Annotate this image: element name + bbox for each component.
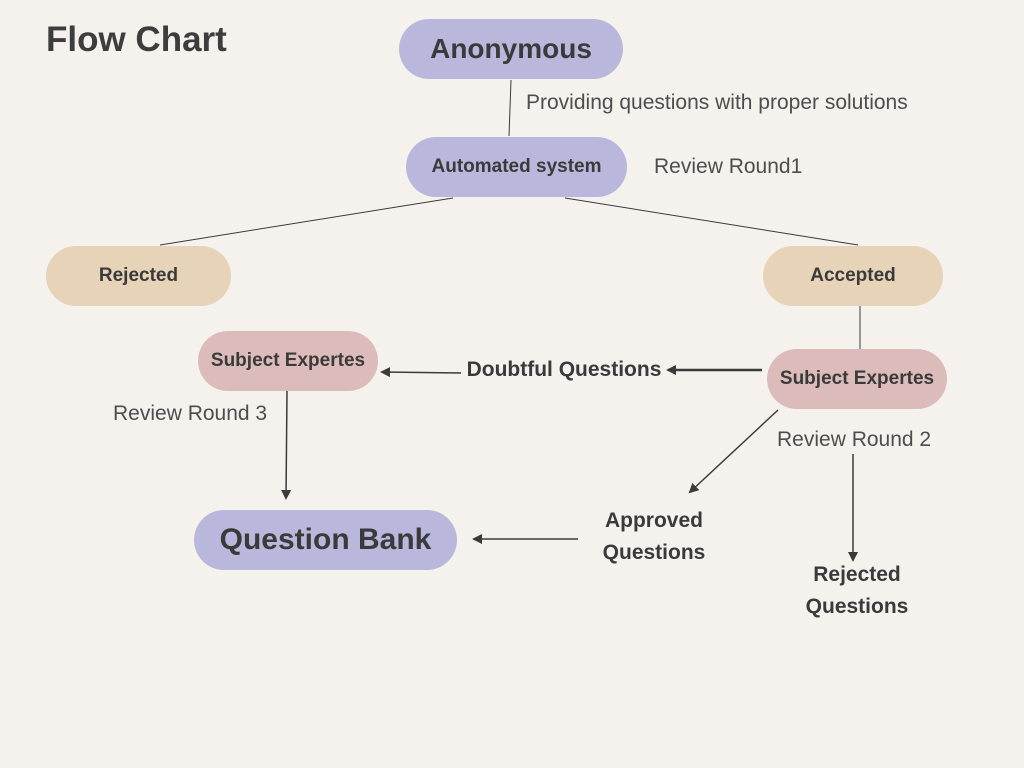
edge-automated-to-rejected [159, 197, 454, 246]
label-doubtful-questions: Doubtful Questions [466, 354, 662, 386]
node-rejected-label: Rejected [98, 265, 179, 286]
label-approved-line2: Questions [602, 541, 706, 564]
edge-anonymous-to-automated [508, 79, 512, 137]
label-rejected-questions-line1: Rejected [813, 563, 901, 586]
arrow-experts-to-approved [688, 409, 779, 494]
node-accepted: Accepted [763, 246, 943, 306]
note-review-round-1: Review Round1 [654, 155, 803, 178]
node-subject-experts-right-label: Subject Expertes [779, 368, 935, 389]
note-review-round-3: Review Round 3 [113, 402, 268, 425]
node-subject-experts-right: Subject Expertes [767, 349, 947, 409]
node-subject-experts-left: Subject Expertes [198, 331, 378, 391]
node-automated-system: Automated system [406, 137, 627, 197]
node-accepted-label: Accepted [810, 265, 896, 286]
label-approved-questions: Approved Questions [584, 505, 724, 569]
node-question-bank: Question Bank [194, 510, 457, 570]
arrow-doubtful-to-experts [380, 367, 462, 378]
label-rejected-questions: Rejected Questions [787, 559, 927, 623]
node-rejected: Rejected [46, 246, 231, 306]
note-review-round-2: Review Round 2 [777, 428, 932, 451]
node-anonymous-label: Anonymous [430, 33, 592, 64]
label-approved-line1: Approved [604, 509, 703, 532]
node-anonymous: Anonymous [399, 19, 623, 79]
edge-automated-to-accepted [564, 197, 859, 246]
label-doubtful-questions-text: Doubtful Questions [466, 358, 662, 381]
node-subject-experts-left-label: Subject Expertes [210, 350, 366, 371]
label-rejected-questions-line2: Questions [805, 595, 909, 618]
note-providing: Providing questions with proper solution… [526, 91, 908, 114]
arrow-experts-to-bank [281, 390, 292, 500]
page-title: Flow Chart [46, 20, 227, 59]
node-question-bank-label: Question Bank [219, 523, 432, 556]
node-automated-system-label: Automated system [431, 156, 602, 177]
